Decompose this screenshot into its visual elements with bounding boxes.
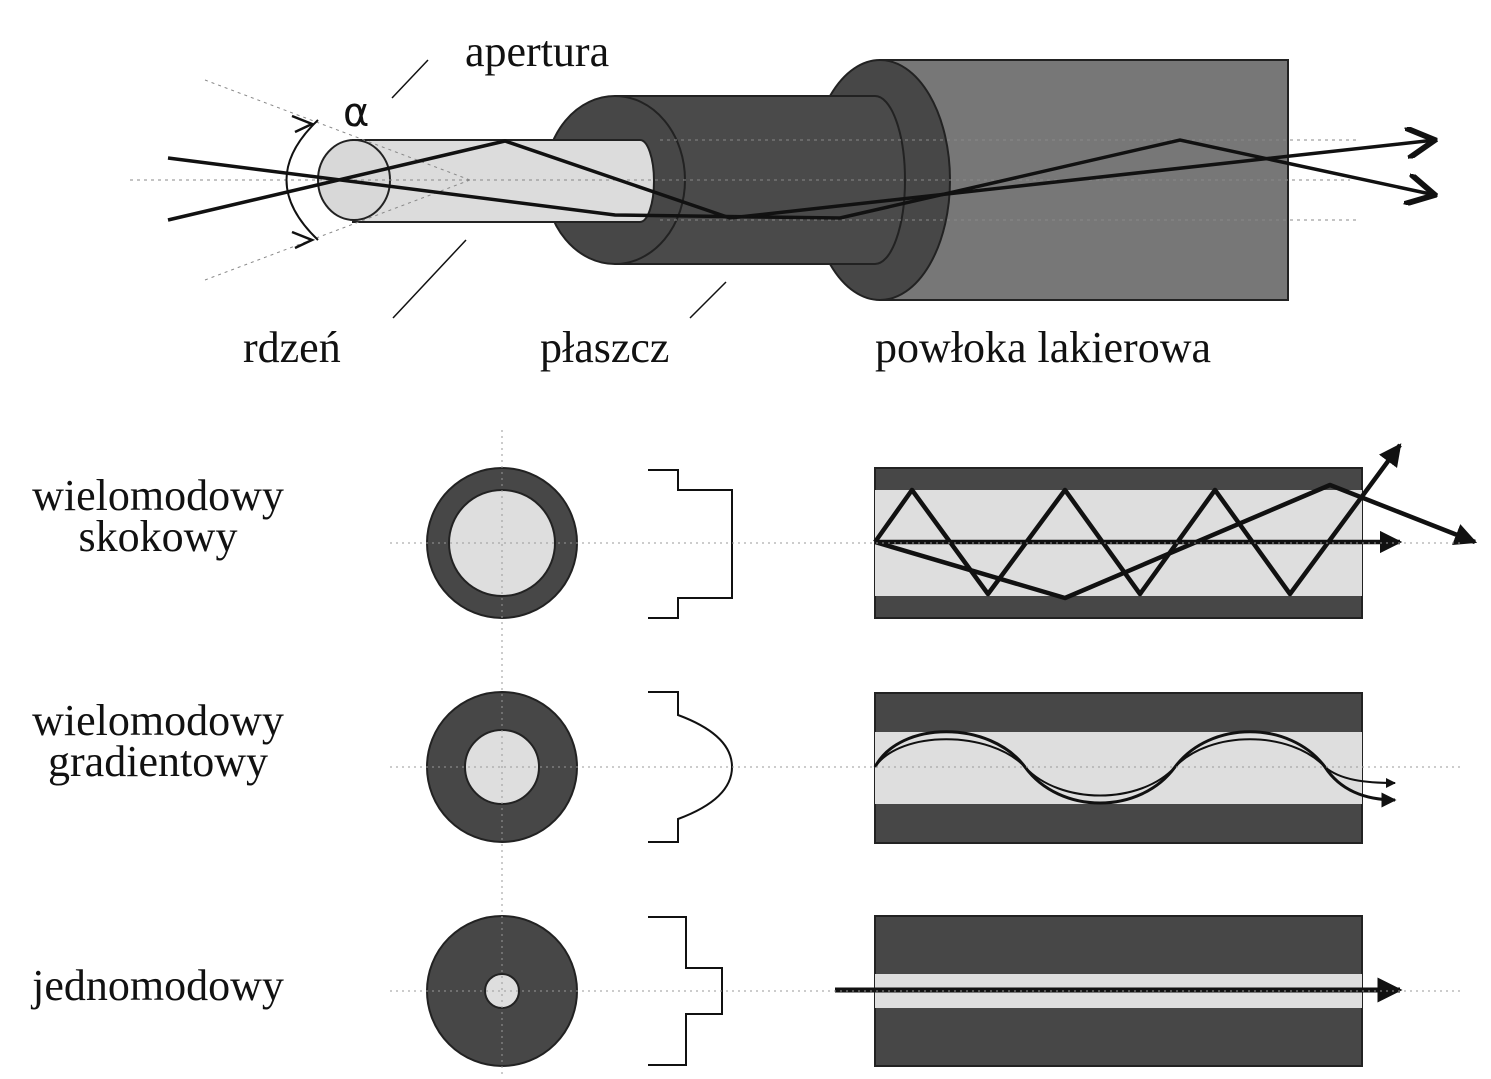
core-label: rdzeń	[243, 323, 341, 372]
alpha-angle-label: α	[343, 90, 369, 136]
fiber-type-label-line1: jednomodowy	[30, 961, 284, 1010]
fiber-row-graded-index: wielomodowy gradientowy	[32, 691, 1397, 844]
acceptance-angle-arc	[285, 114, 319, 250]
propagating-rays	[873, 443, 1478, 601]
cladding-label: płaszcz	[540, 323, 669, 372]
fiber-type-label-line2: gradientowy	[48, 737, 268, 786]
fiber-type-label-line1: wielomodowy	[32, 696, 284, 745]
row-guide-lines	[390, 430, 1460, 1075]
fiber-section	[874, 692, 1363, 844]
aperture-label: apertura	[465, 27, 609, 76]
fiber-type-label-line2: skokowy	[79, 512, 238, 561]
cross-section	[426, 467, 578, 619]
core-layer	[317, 139, 655, 223]
propagating-rays	[873, 730, 1397, 808]
fiber-row-step-index: wielomodowy skokowy	[32, 443, 1478, 619]
fiber-row-single-mode: jednomodowy	[30, 915, 1403, 1067]
leader-lines	[391, 59, 727, 319]
light-rays	[167, 140, 1435, 222]
coating-label: powłoka lakierowa	[875, 323, 1211, 372]
index-profile	[648, 469, 733, 619]
fiber-type-label-line1: wielomodowy	[32, 471, 284, 520]
fiber-structure-illustration: α apertura rdzeń płaszcz powłoka lakiero…	[130, 27, 1435, 372]
